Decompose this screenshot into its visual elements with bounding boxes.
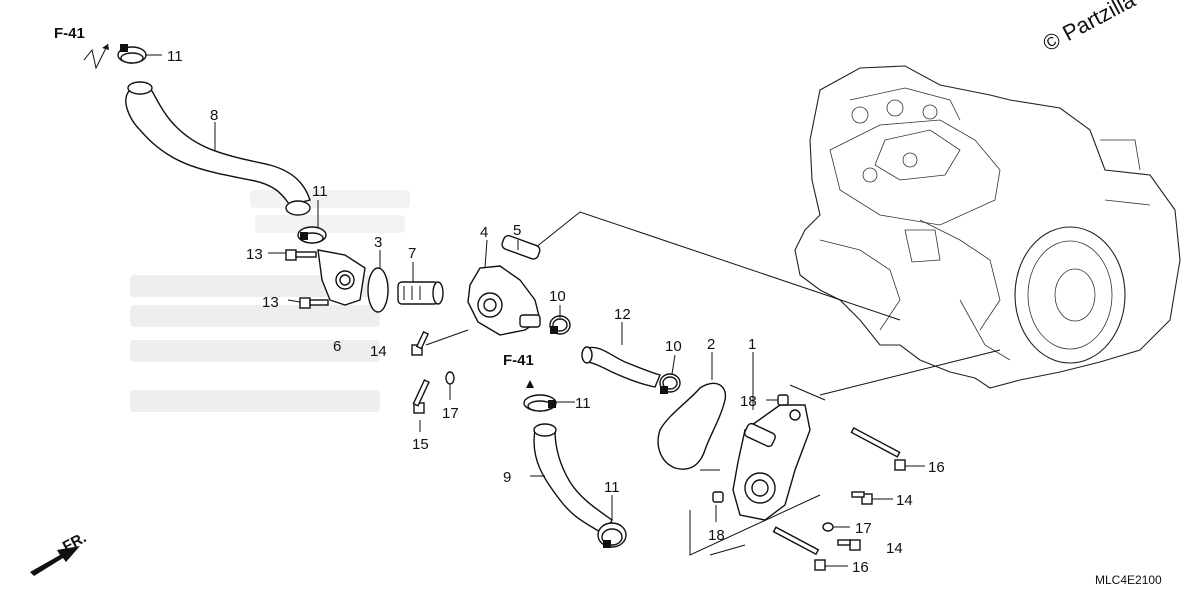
callout-14-left: 14 — [370, 343, 387, 360]
diagram-code: MLC4E2100 — [1095, 573, 1162, 587]
callout-6: 6 — [333, 338, 341, 355]
hose-8 — [125, 81, 311, 216]
o-ring-3 — [367, 267, 389, 313]
callout-1: 1 — [748, 336, 756, 353]
callout-18-upper: 18 — [740, 393, 757, 410]
hose-9 — [533, 423, 613, 537]
thermostat-7 — [397, 281, 444, 305]
dowel-18-upper — [777, 394, 789, 406]
copyright-text: © Partzilla — [1039, 0, 1140, 56]
hose-12 — [581, 346, 661, 388]
clamp-11-top — [117, 44, 147, 64]
clamp-10-lower — [659, 373, 681, 394]
front-direction-arrow: FR. — [30, 529, 89, 576]
callout-17-right: 17 — [855, 520, 872, 537]
callout-15: 15 — [412, 436, 429, 453]
callout-11-upper-mid: 11 — [312, 183, 328, 200]
bolts — [285, 249, 906, 571]
ref-label-f41-top: F-41 — [54, 25, 85, 42]
water-pump-1 — [732, 404, 811, 521]
callout-10-lower: 10 — [665, 338, 682, 355]
callout-16-upper: 16 — [928, 459, 945, 476]
washer-17-left — [445, 371, 455, 385]
callout-5: 5 — [513, 222, 521, 239]
ref-arrow-top — [83, 43, 109, 70]
callout-4: 4 — [480, 224, 488, 241]
ref-label-f41-middle: F-41 — [503, 352, 534, 369]
callout-9: 9 — [503, 469, 511, 486]
gasket-2 — [657, 382, 727, 470]
leader-lines — [145, 54, 925, 567]
callout-13-lower: 13 — [262, 294, 279, 311]
assembly-lines — [529, 211, 1001, 556]
bolt-13-upper — [285, 249, 317, 261]
washer-17-right — [822, 522, 834, 532]
thermostat-housing-4 — [467, 265, 541, 336]
clamp-11-upper-mid — [297, 226, 327, 244]
bolt-15 — [412, 379, 430, 414]
callout-12: 12 — [614, 306, 631, 323]
bolt-16-lower — [772, 526, 826, 571]
callout-14-right-lower: 14 — [886, 540, 903, 557]
callout-11-top: 11 — [167, 48, 183, 65]
clamp-10-upper — [549, 315, 571, 335]
dowel-18-lower — [712, 491, 724, 503]
gasket-5 — [501, 234, 541, 260]
callout-8: 8 — [210, 107, 218, 124]
callout-13-upper: 13 — [246, 246, 263, 263]
bolt-16-upper — [850, 427, 906, 471]
callout-11-middle: 11 — [575, 395, 591, 412]
bolt-14-right-lower — [837, 539, 861, 551]
callout-16-lower: 16 — [852, 559, 869, 576]
thermostat-cover-6 — [317, 249, 366, 306]
callout-2: 2 — [707, 336, 715, 353]
engine-block — [794, 65, 1181, 389]
callout-18-lower: 18 — [708, 527, 725, 544]
ref-arrowhead-top — [102, 44, 109, 50]
bolt-14-right-upper — [851, 491, 873, 505]
bolt-13-lower — [299, 297, 329, 309]
callouts: 11 8 11 13 13 3 7 6 14 4 5 10 12 10 2 1 … — [167, 48, 945, 576]
clamp-11-bottom — [597, 522, 627, 548]
callout-7: 7 — [408, 245, 416, 262]
callout-3: 3 — [374, 234, 382, 251]
clamp-11-middle — [523, 394, 557, 412]
ref-arrowhead-middle — [526, 380, 534, 388]
background-watermark — [130, 190, 410, 412]
bolt-14-left — [411, 330, 430, 356]
callout-17-left: 17 — [442, 405, 459, 422]
callout-11-bottom: 11 — [604, 479, 620, 496]
callout-10-upper: 10 — [549, 288, 566, 305]
callout-14-right-upper: 14 — [896, 492, 913, 509]
